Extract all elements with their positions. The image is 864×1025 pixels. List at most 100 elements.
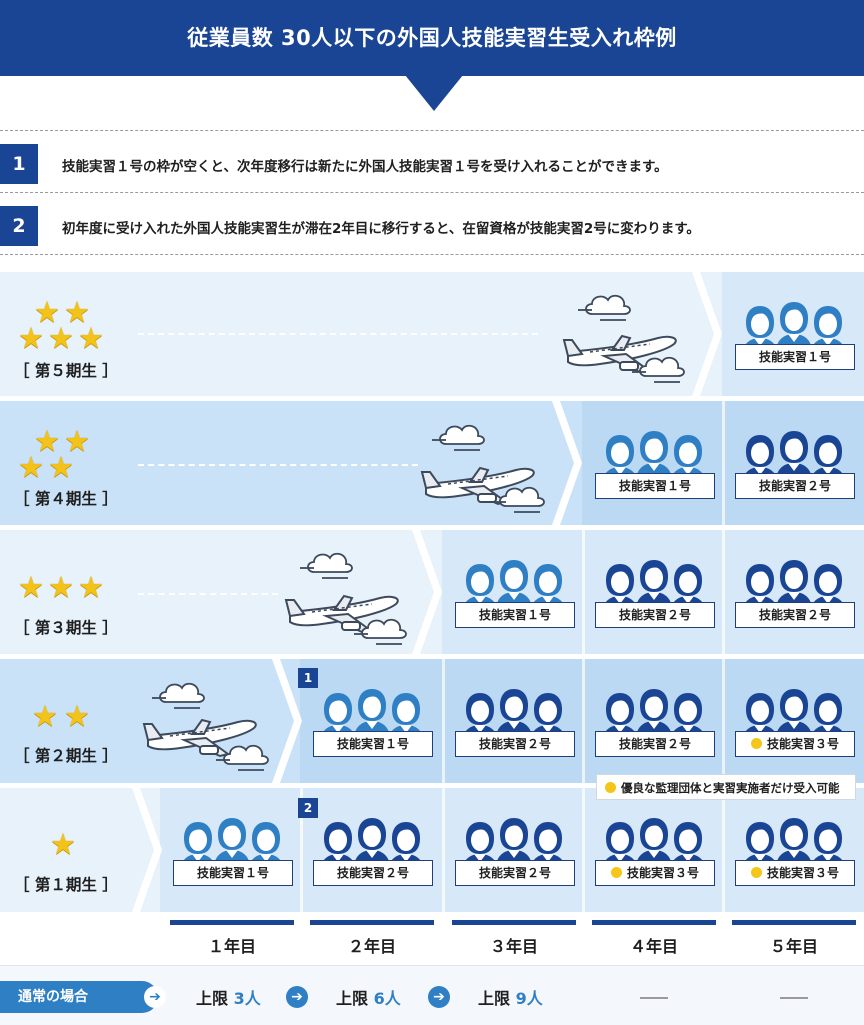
column-divider [442,654,445,912]
status-label: 技能実習２号 [735,602,855,628]
status-label: 技能実習１号 [735,344,855,370]
period-label: ［ 第１期生 ］ [14,876,118,894]
stars-2: ★ ★ [16,702,116,734]
year-label: ５年目 [769,937,818,956]
year-bar [592,920,716,925]
trainee-cell: 技能実習２号 [452,671,576,795]
header-banner [0,0,864,76]
status-label: 技能実習２号 [735,473,855,499]
no-limit-dash [780,997,808,999]
dot-icon [610,867,622,878]
status-label: 技能実習２号 [455,731,575,757]
star-icon: ★ [18,450,44,484]
cloud-icon [578,294,631,321]
column-divider [582,525,585,912]
star-icon: ★ [18,570,44,604]
year-label: ４年目 [629,937,678,956]
period-label: ［ 第５期生 ］ [14,362,118,380]
divider [0,130,864,131]
chevron-arrow [552,401,582,525]
trainee-cell: 技能実習２号 [592,671,716,795]
note-badge: 1 [298,668,318,688]
note-text: 技能実習１号の枠が空くと、次年度移行は新たに外国人技能実習１号を受け入れることが… [62,159,668,175]
dot-icon [750,867,762,878]
note-badge: 2 [298,798,318,818]
trainee-cell: 技能実習１号 [732,284,856,408]
status-label: 技能実習２号 [595,731,715,757]
cloud-icon [432,424,485,451]
cloud-icon [300,552,353,579]
divider [0,254,864,255]
star-icon: ★ [32,699,58,733]
chevron-arrow [412,530,442,654]
cloud-icon [632,356,685,383]
trainee-cell: 技能実習２号 [592,542,716,666]
trainee-cell: 技能実習２号 [310,800,434,924]
star-icon: ★ [48,450,74,484]
star-icon: ★ [48,321,74,355]
year-bar [310,920,434,925]
star-icon: ★ [78,321,104,355]
star-icon: ★ [34,295,60,329]
normal-case-label: 通常の場合 [0,981,158,1013]
arrow-right-icon: ➔ [428,986,450,1008]
trainee-cell: 技能実習１号 [452,542,576,666]
cloud-icon [354,618,407,645]
arrow-right-icon: ➔ [286,986,308,1008]
page-title: 従業員数 30人以下の外国人技能実習生受入れ枠例 [187,26,677,50]
dot-icon [750,738,762,749]
trainee-cell: 技能実習３号 [732,800,856,924]
flight-path [138,333,538,335]
flight-path [138,464,418,466]
note-number: 2 [0,206,38,246]
note-number: 1 [0,144,38,184]
status-label: 技能実習３号 [735,860,855,886]
arrow-right-icon: ➔ [144,986,166,1008]
cloud-icon [492,486,545,513]
stars-1: ★ [16,830,116,862]
chevron-arrow [692,272,722,396]
limit-value: 上限 3人 [196,989,261,1008]
year-label: ２年目 [347,937,396,956]
stars-4: ★ ★ ★ ★ [16,427,116,487]
year-label: ３年目 [489,937,538,956]
dot-icon [605,782,616,793]
star-icon: ★ [78,570,104,604]
status-label: 技能実習２号 [313,860,433,886]
status-label: 技能実習３号 [595,860,715,886]
trainee-cell: 技能実習３号 [732,671,856,795]
header-pointer [405,75,463,111]
star-icon: ★ [48,570,74,604]
star-icon: ★ [64,424,90,458]
trainee-cell: 技能実習１号 [592,413,716,537]
status-label: 技能実習３号 [735,731,855,757]
trainee-cell: 技能実習３号 [592,800,716,924]
star-icon: ★ [50,827,76,861]
status-label: 技能実習２号 [455,860,575,886]
star-icon: ★ [64,295,90,329]
column-divider [722,396,725,912]
flight-path [138,593,278,595]
limit-value: 上限 6人 [336,989,401,1008]
chevron-arrow [272,659,302,783]
status-label: 技能実習２号 [595,602,715,628]
status-label: 技能実習１号 [173,860,293,886]
trainee-cell: 技能実習２号 [732,413,856,537]
cloud-icon [216,744,269,771]
trainee-cell: 技能実習１号 [310,671,434,795]
year-label: １年目 [207,937,256,956]
period-label: ［ 第４期生 ］ [14,490,118,508]
status-label: 技能実習１号 [455,602,575,628]
stars-3: ★ ★ ★ [16,573,116,605]
period-label: ［ 第２期生 ］ [14,747,118,765]
cloud-icon [152,682,205,709]
star-icon: ★ [64,699,90,733]
legend-note: 優良な監理団体と実習実施者だけ受入可能 [596,774,856,800]
divider [0,192,864,193]
no-limit-dash [640,997,668,999]
year-bar [732,920,856,925]
limit-value: 上限 9人 [478,989,543,1008]
chevron-arrow [132,788,162,912]
trainee-cell: 技能実習２号 [452,800,576,924]
period-label: ［ 第３期生 ］ [14,619,118,637]
